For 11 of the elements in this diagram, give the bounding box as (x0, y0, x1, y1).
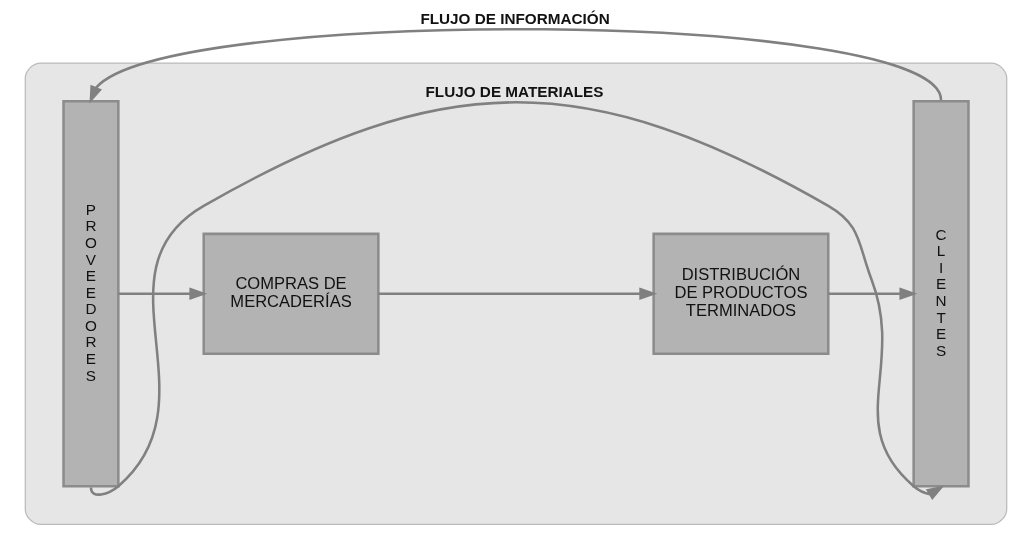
arrow (828, 287, 918, 300)
cluster (24, 62, 1008, 526)
edge-label: FLUJO DE INFORMACIÓN (420, 10, 610, 28)
node-box: P R O V E E D O R E S (62, 100, 120, 488)
edge-label: FLUJO DE MATERIALES (425, 82, 604, 100)
node-box: COMPRAS DE MERCADERÍAS (202, 232, 380, 355)
node-box: C L I E N T E S (912, 100, 970, 488)
arrow (378, 287, 658, 300)
node-box: DISTRIBUCIÓN DE PRODUCTOS TERMINADOS (652, 232, 830, 355)
arrow (90, 101, 945, 501)
arrow (118, 287, 208, 300)
